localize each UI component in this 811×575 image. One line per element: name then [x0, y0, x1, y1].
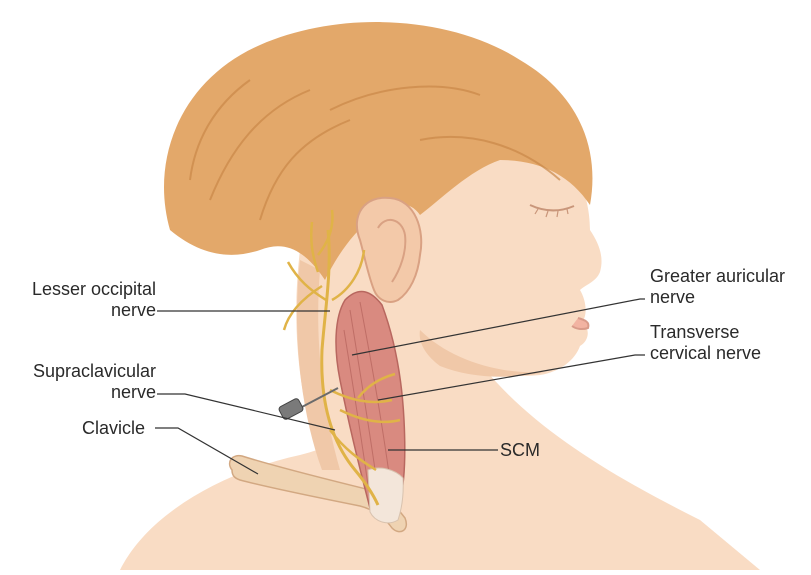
label-line-1: Transverse: [650, 322, 761, 343]
label-supraclavicular-nerve: Supraclavicular nerve: [8, 361, 156, 403]
label-line-2: nerve: [8, 382, 156, 403]
label-scm: SCM: [500, 440, 540, 461]
label-line-2: cervical nerve: [650, 343, 761, 364]
label-transverse-cervical-nerve: Transverse cervical nerve: [650, 322, 761, 364]
label-line-1: Greater auricular: [650, 266, 785, 287]
label-lesser-occipital-nerve: Lesser occipital nerve: [8, 279, 156, 321]
label-greater-auricular-nerve: Greater auricular nerve: [650, 266, 785, 308]
label-line-2: nerve: [650, 287, 785, 308]
label-clavicle: Clavicle: [82, 418, 145, 439]
label-line-2: nerve: [8, 300, 156, 321]
label-line-1: Lesser occipital: [8, 279, 156, 300]
label-line-1: Supraclavicular: [8, 361, 156, 382]
